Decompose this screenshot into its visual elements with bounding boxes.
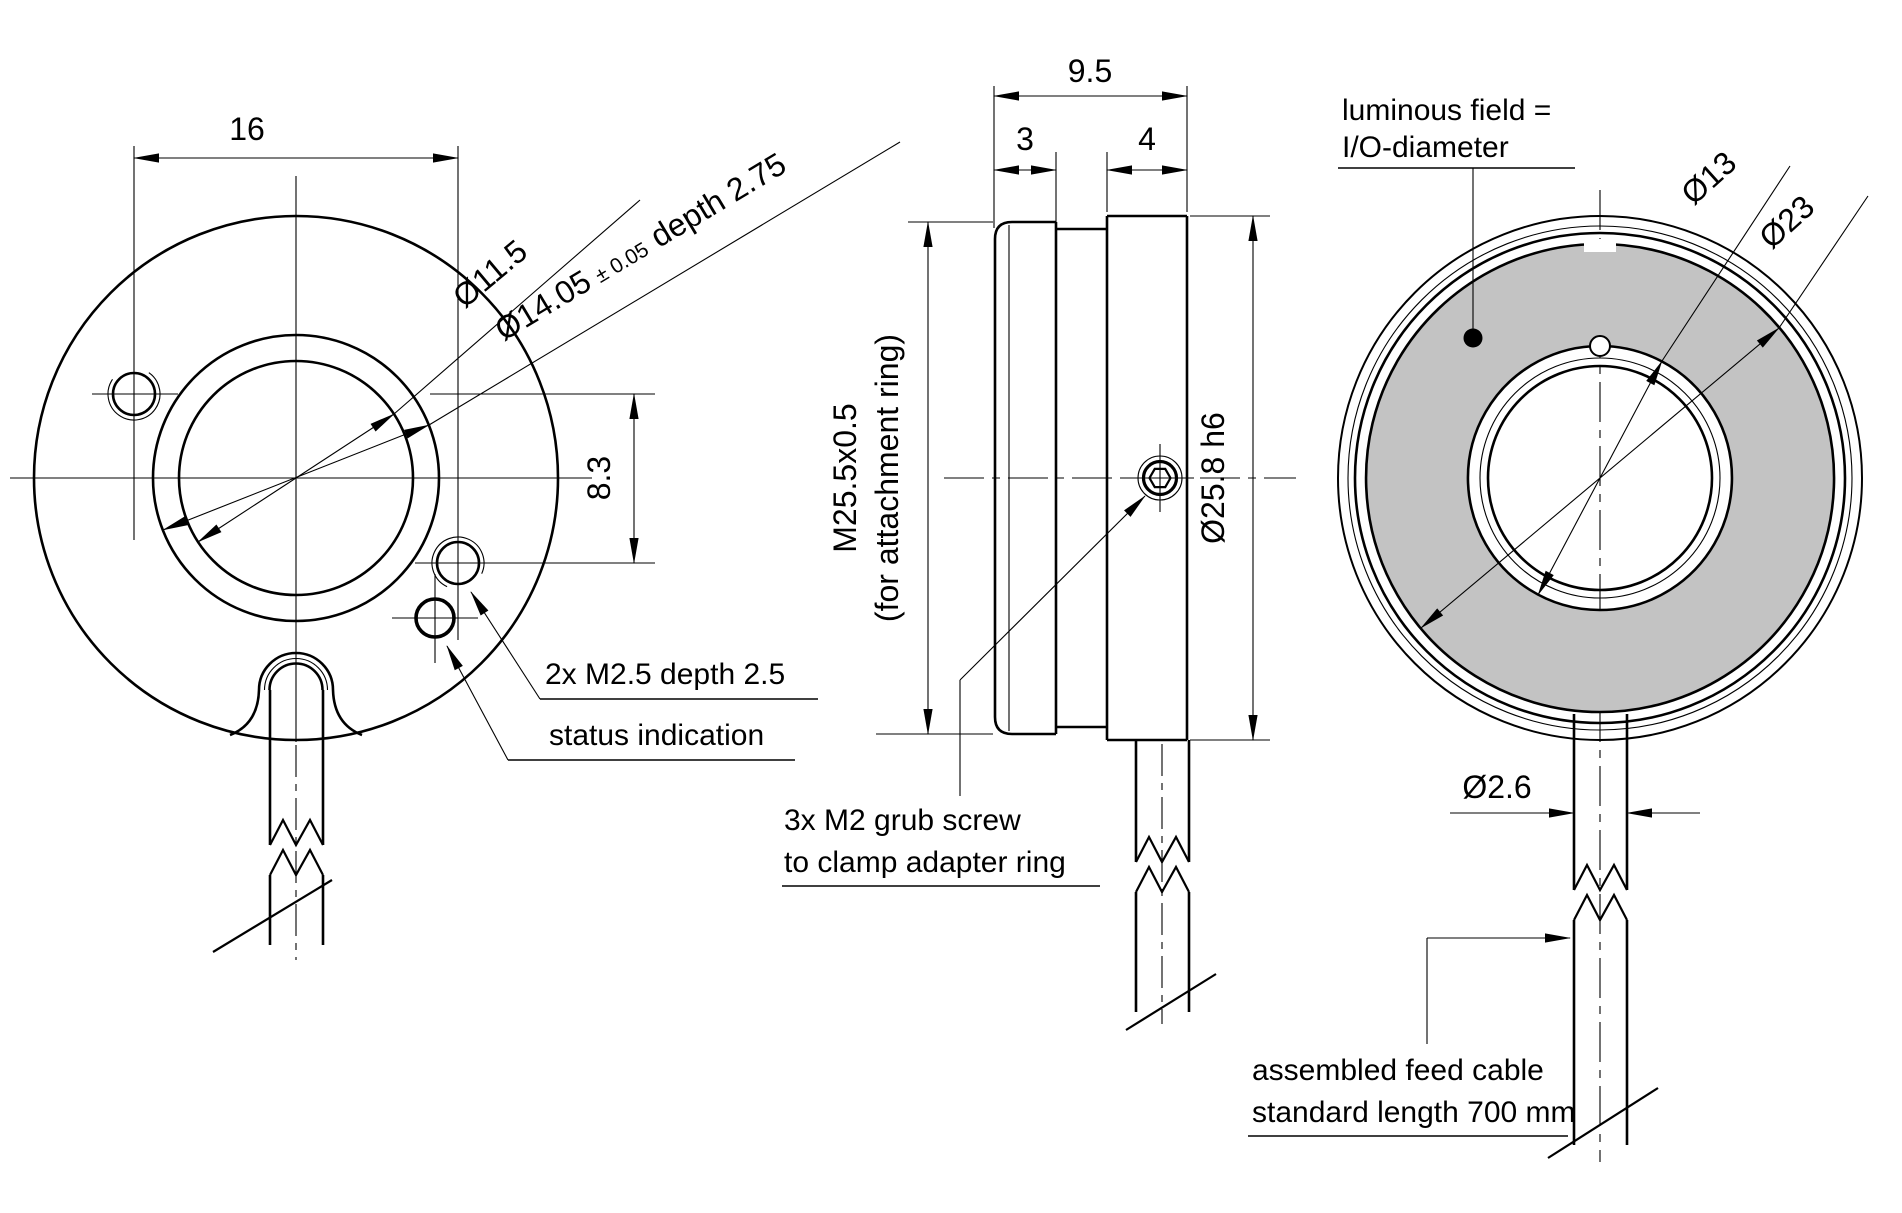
dim-hole-spacing-horizontal: 16 <box>133 111 459 163</box>
status-callout: status indication <box>446 645 795 761</box>
dim-4-text: 4 <box>1138 121 1156 157</box>
thread-label-line1: M25.5x0.5 <box>827 403 863 552</box>
mount-hole-a <box>92 146 178 540</box>
feed-cable-label-line2: standard length 700 mm <box>1252 1096 1576 1129</box>
top-notch <box>1584 239 1616 252</box>
dim-housing-dia: Ø25.8 h6 <box>1190 215 1270 741</box>
dia-13-text: Ø13 <box>1674 144 1743 211</box>
luminous-label-line2: I/O-diameter <box>1342 131 1509 164</box>
luminous-field-dot <box>1463 328 1483 348</box>
thread-label-line2: (for attachment ring) <box>869 334 905 622</box>
dim-total-depth: 9.5 <box>993 53 1188 228</box>
feed-cable-callout: assembled feed cable standard length 700… <box>1248 933 1576 1137</box>
dim-8-3-text: 8.3 <box>581 456 617 500</box>
housing-dia-text: Ø25.8 h6 <box>1195 412 1231 544</box>
dim-9-5-text: 9.5 <box>1068 53 1112 89</box>
grub-label-line1: 3x M2 grub screw <box>784 804 1021 837</box>
side-body-profile <box>993 214 1189 742</box>
dim-hole-spacing-vertical: 8.3 <box>430 393 655 564</box>
grub-screw <box>1126 444 1194 512</box>
grub-label-line2: to clamp adapter ring <box>784 846 1066 879</box>
leader-dia-11-5: Ø11.5 <box>197 199 641 543</box>
dim-rear-section: 4 <box>1106 121 1188 212</box>
dim-3-text: 3 <box>1016 121 1034 157</box>
front-recess-circle <box>151 333 441 623</box>
back-ring-edge <box>1353 231 1847 725</box>
dim-16-text: 16 <box>229 111 265 147</box>
back-ring-thin <box>1347 225 1853 731</box>
luminous-label-line1: luminous field = <box>1342 94 1551 127</box>
back-cable <box>1547 714 1659 1159</box>
dim-cable-dia: Ø2.6 <box>1450 769 1700 818</box>
dim-front-section: 3 <box>993 121 1057 224</box>
dia-2-6-text: Ø2.6 <box>1462 769 1531 805</box>
dia-14-05-text: Ø14.05± 0.05depth 2.75 <box>489 146 793 348</box>
inner-notch <box>1589 335 1611 357</box>
mount-holes-callout: 2x M2.5 depth 2.5 <box>470 591 818 700</box>
dia-23-text: Ø23 <box>1752 188 1821 255</box>
back-view: luminous field = I/O-diameter Ø13 Ø23 <box>1248 94 1869 1162</box>
dim-thread: M25.5x0.5 (for attachment ring) <box>827 221 993 735</box>
feed-cable-label-line1: assembled feed cable <box>1252 1054 1544 1087</box>
front-outer-circle <box>32 214 560 742</box>
side-view: 9.5 3 4 M25.5x0.5 (for attachment ring) <box>782 53 1296 1031</box>
mount-hole-b <box>415 146 655 640</box>
grub-screw-callout: 3x M2 grub screw to clamp adapter ring <box>782 495 1146 887</box>
front-view: 16 8.3 Ø11.5 Ø14.05± 0.05depth 2.75 2x M… <box>10 111 901 960</box>
status-led-hole <box>392 574 478 663</box>
mount-holes-label: 2x M2.5 depth 2.5 <box>545 658 785 691</box>
status-label: status indication <box>549 719 764 752</box>
side-cable <box>1125 740 1217 1031</box>
back-outer-circle <box>1337 215 1863 741</box>
front-cable-exit <box>212 651 363 960</box>
